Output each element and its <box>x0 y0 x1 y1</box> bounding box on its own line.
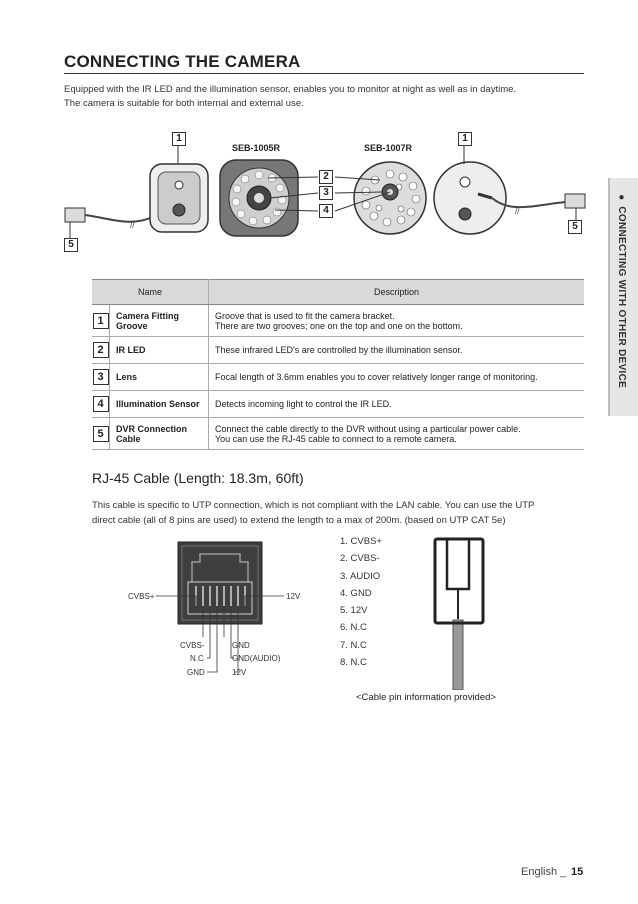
jack-label-12v-right: 12V <box>286 592 301 601</box>
callout-2: 2 <box>319 170 333 184</box>
pin-item: 4. GND <box>340 587 372 599</box>
callout-4: 4 <box>319 204 333 218</box>
page-title: CONNECTING THE CAMERA <box>64 52 301 71</box>
camera-figure: // // <box>60 128 600 253</box>
row-number: 2 <box>92 342 109 358</box>
callout-5-left: 5 <box>64 238 78 252</box>
left-connector-plug <box>64 207 86 223</box>
rj45-jack-svg <box>156 541 284 673</box>
table-row: 4 Illumination Sensor Detects incoming l… <box>92 390 584 418</box>
table-header-row: Name Description <box>92 279 584 305</box>
jack-label-nc: N.C <box>190 654 204 663</box>
pin-item: 3. AUDIO <box>340 570 381 582</box>
rj45-heading: RJ-45 Cable (Length: 18.3m, 60ft) <box>92 470 304 486</box>
row-name: Lens <box>109 363 209 391</box>
title-divider <box>64 73 584 74</box>
intro-line-2: The camera is suitable for both internal… <box>64 98 304 109</box>
row-description: Focal length of 3.6mm enables you to cov… <box>208 363 584 391</box>
row-number: 5 <box>92 425 109 442</box>
row-description-line: You can use the RJ-45 cable to connect t… <box>215 433 457 444</box>
jack-label-12v-bottom: 12V <box>232 668 247 677</box>
table-row: 2 IR LED These infrared LED's are contro… <box>92 336 584 364</box>
header-name: Name <box>92 279 209 305</box>
pin-item: 8. N.C <box>340 657 367 669</box>
row-name: IR LED <box>109 336 209 364</box>
svg-text://: // <box>130 221 135 230</box>
table-row: 3 Lens Focal length of 3.6mm enables you… <box>92 363 584 391</box>
footer-language: English _ <box>521 866 567 878</box>
callout-3: 3 <box>319 186 333 200</box>
model-label-seb1005r: SEB-1005R <box>232 143 281 153</box>
svg-text://: // <box>515 207 520 216</box>
side-tab-label: ● CONNECTING WITH OTHER DEVICE <box>616 192 627 389</box>
callout-1-right: 1 <box>458 132 472 146</box>
model-label-seb1007r: SEB-1007R <box>364 143 413 153</box>
pin-list: 1. CVBS+ 2. CVBS- 3. AUDIO 4. GND 5. 12V… <box>340 533 382 671</box>
header-description: Description <box>208 279 584 305</box>
jack-label-gnd-right: GND <box>232 641 250 650</box>
pin-item: 2. CVBS- <box>340 553 380 565</box>
rj45-text-line-2: direct cable (all of 8 pins are used) to… <box>92 515 506 526</box>
row-description: Groove that is used to fit the camera br… <box>208 304 584 337</box>
row-description: Detects incoming light to control the IR… <box>208 390 584 418</box>
jack-label-gnd-left: GND <box>187 668 205 677</box>
pin-caption: <Cable pin information provided> <box>356 692 496 703</box>
row-description-line: There are two grooves; one on the top an… <box>215 320 463 331</box>
intro-line-1: Equipped with the IR LED and the illumin… <box>64 84 517 95</box>
row-description: These infrared LED's are controlled by t… <box>208 336 584 364</box>
row-description-line: Connect the cable directly to the DVR wi… <box>215 423 521 434</box>
parts-table: Name Description 1 Camera Fitting Groove… <box>92 279 584 450</box>
pin-item: 1. CVBS+ <box>340 536 382 547</box>
pin-item: 5. 12V <box>340 605 368 617</box>
row-name: Illumination Sensor <box>109 390 209 418</box>
rj45-jack-diagram: CVBS+ 12V CVBS- N.C GND GND GND(AUDIO) 1… <box>120 540 320 680</box>
callout-1-left: 1 <box>172 132 186 146</box>
pin-item: 6. N.C <box>340 622 367 634</box>
pin-item: 7. N.C <box>340 639 367 651</box>
callout-5-right: 5 <box>568 220 582 234</box>
rj45-text-line-1: This cable is specific to UTP connection… <box>92 500 535 511</box>
table-row: 5 DVR Connection Cable Connect the cable… <box>92 417 584 450</box>
row-number: 4 <box>92 396 109 412</box>
page-number: 15 <box>571 866 584 878</box>
row-number: 1 <box>92 312 109 329</box>
row-description-line: Groove that is used to fit the camera br… <box>215 310 395 321</box>
row-name: Camera Fitting Groove <box>109 304 209 337</box>
jack-label-cvbs-minus: CVBS- <box>180 641 205 650</box>
section-side-tab: ● CONNECTING WITH OTHER DEVICE <box>608 178 638 416</box>
row-name: DVR Connection Cable <box>109 417 209 450</box>
rj45-plug-illustration <box>425 535 495 691</box>
row-description: Connect the cable directly to the DVR wi… <box>208 417 584 450</box>
right-connector-plug <box>564 193 586 209</box>
table-row: 1 Camera Fitting Groove Groove that is u… <box>92 304 584 337</box>
jack-label-cvbs-plus: CVBS+ <box>128 592 155 601</box>
row-number: 3 <box>92 369 109 385</box>
camera-illustration: // // <box>64 145 586 238</box>
jack-label-gnd-audio: GND(AUDIO) <box>232 654 281 663</box>
